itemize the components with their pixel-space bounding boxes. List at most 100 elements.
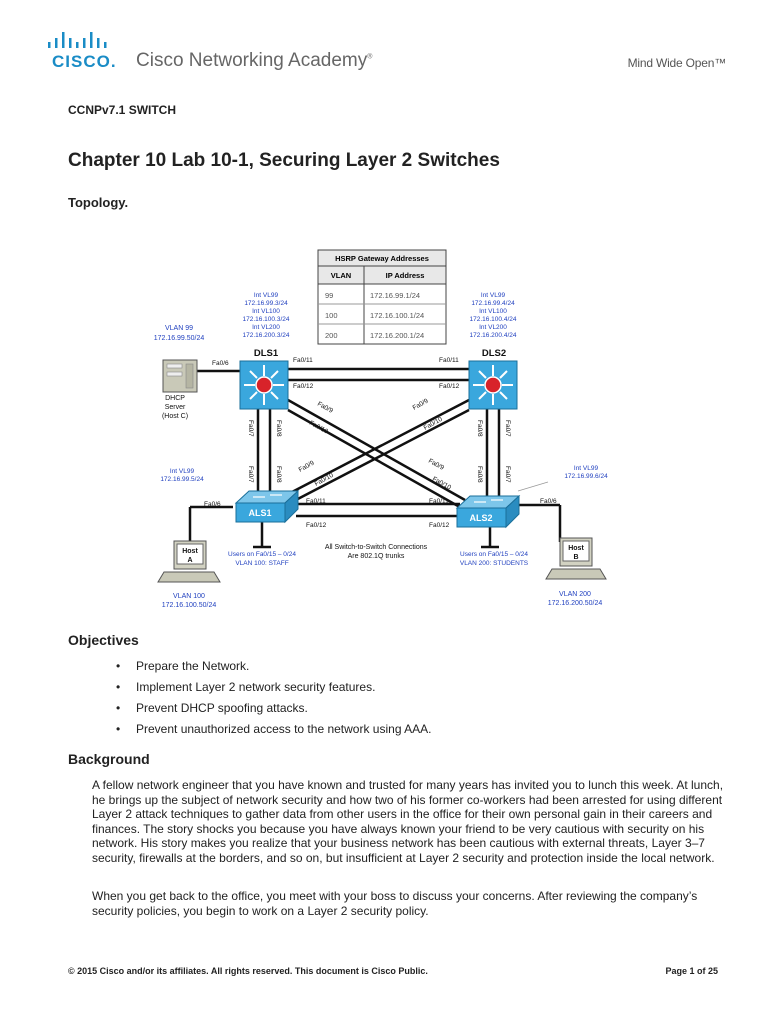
port-label: Fa0/8 xyxy=(275,466,282,483)
als2-users-label: Users on Fa0/15 – 0/24 xyxy=(460,551,528,558)
als1-name: ALS1 xyxy=(248,508,271,518)
dls2-int-label: Int VL99 xyxy=(481,292,506,299)
port-label: Fa0/12 xyxy=(429,522,450,529)
host-a-vlan-label: VLAN 100 xyxy=(173,593,205,600)
bullet: • xyxy=(116,659,121,673)
dls2-switch-icon xyxy=(468,360,518,410)
hsrp-header-ip: IP Address xyxy=(386,271,425,280)
host-a-label: Host xyxy=(182,548,198,555)
hsrp-cell: 200 xyxy=(325,331,338,340)
dls1-name: DLS1 xyxy=(254,348,279,359)
topology-diagram: HSRP Gateway Addresses VLAN IP Address 9… xyxy=(154,249,608,609)
cisco-logo-bars-icon xyxy=(48,32,107,48)
port-label: Fa0/9 xyxy=(298,459,316,473)
bullet: • xyxy=(116,680,121,694)
als2-users-vlan: VLAN 200: STUDENTS xyxy=(460,560,529,567)
dls2-int-label: Int VL100 xyxy=(479,308,507,315)
tagline: Mind Wide Open™ xyxy=(627,56,727,70)
hsrp-cell: 172.16.200.1/24 xyxy=(370,331,424,340)
host-b-label: B xyxy=(573,554,578,561)
objectives-list: •Prepare the Network. • Implement Layer 2… xyxy=(110,656,432,740)
trunk-note: Are 802.1Q trunks xyxy=(348,553,405,560)
port-label: Fa0/11 xyxy=(429,498,449,505)
dls1-int-label: 172.16.99.3/24 xyxy=(244,300,288,307)
topology-heading: Topology. xyxy=(68,195,129,210)
port-label: Fa0/12 xyxy=(293,383,314,390)
dls1-int-label: Int VL100 xyxy=(252,308,280,315)
background-heading: Background xyxy=(68,751,150,767)
list-item: • Prevent unauthorized access to the netw… xyxy=(110,719,432,740)
list-item: •Prepare the Network. xyxy=(110,656,432,677)
als2-int-label: Int VL99 xyxy=(574,465,599,472)
als1-int-label: 172.16.99.5/24 xyxy=(160,476,204,483)
host-a-ip-label: 172.16.100.50/24 xyxy=(162,602,217,609)
hsrp-header-vlan: VLAN xyxy=(331,271,351,280)
dhcp-label: DHCP xyxy=(165,395,185,402)
hsrp-cell: 100 xyxy=(325,311,338,320)
port-label: Fa0/7 xyxy=(504,466,511,483)
hsrp-table: HSRP Gateway Addresses VLAN IP Address 9… xyxy=(317,249,447,345)
host-b-vlan-label: VLAN 200 xyxy=(559,591,591,598)
dls1-int-label: Int VL200 xyxy=(252,324,280,331)
port-label: Fa0/7 xyxy=(247,420,254,437)
list-item: • Prevent DHCP spoofing attacks. xyxy=(110,698,432,719)
als1-int-label: Int VL99 xyxy=(170,468,195,475)
port-label: Fa0/11 xyxy=(439,357,459,364)
objective-text: Prevent DHCP spoofing attacks. xyxy=(136,701,308,715)
port-label: Fa0/8 xyxy=(275,420,282,437)
hsrp-cell: 172.16.99.1/24 xyxy=(370,291,420,300)
dls1-int-label: 172.16.100.3/24 xyxy=(243,316,290,323)
dls2-int-label: 172.16.200.4/24 xyxy=(470,332,517,339)
port-label: Fa0/9 xyxy=(412,397,430,411)
hsrp-table-caption: HSRP Gateway Addresses xyxy=(335,254,429,263)
host-b-label: Host xyxy=(568,545,584,552)
port-label: Fa0/8 xyxy=(476,466,483,483)
port-label: Fa0/7 xyxy=(247,466,254,483)
port-label: Fa0/12 xyxy=(306,522,327,529)
dls2-int-label: Int VL200 xyxy=(479,324,507,331)
course-name: CCNPv7.1 SWITCH xyxy=(68,103,177,117)
port-label: Fa0/12 xyxy=(439,383,460,390)
bullet: • xyxy=(116,722,121,736)
dls1-int-label: Int VL99 xyxy=(254,292,279,299)
port-label: Fa0/8 xyxy=(476,420,483,437)
als2-int-label: 172.16.99.6/24 xyxy=(564,473,608,480)
port-label: Fa0/7 xyxy=(504,420,511,437)
dls1-int-label: 172.16.200.3/24 xyxy=(243,332,290,339)
trunk-note: All Switch-to-Switch Connections xyxy=(325,544,428,551)
hsrp-cell: 172.16.100.1/24 xyxy=(370,311,424,320)
port-label: Fa0/9 xyxy=(427,458,445,472)
network-links xyxy=(188,367,562,549)
port-label: Fa0/6 xyxy=(204,501,221,508)
port-label: Fa0/11 xyxy=(306,498,326,505)
page-title: Chapter 10 Lab 10-1, Securing Layer 2 Sw… xyxy=(68,150,500,171)
port-label: Fa0/6 xyxy=(212,360,229,367)
dhcp-server-icon xyxy=(162,359,198,393)
cisco-logo-wordmark: CISCO. xyxy=(52,52,117,71)
objective-text: Implement Layer 2 network security featu… xyxy=(136,680,376,694)
dls2-int-label: 172.16.100.4/24 xyxy=(470,316,517,323)
background-paragraph: A fellow network engineer that you have … xyxy=(92,778,724,865)
host-a-label: A xyxy=(187,557,192,564)
als2-switch-icon xyxy=(455,494,521,529)
dhcp-label: Server xyxy=(165,404,186,411)
hsrp-cell: 99 xyxy=(325,291,333,300)
list-item: • Implement Layer 2 network security feat… xyxy=(110,677,432,698)
als2-name: ALS2 xyxy=(469,513,492,523)
host-b-ip-label: 172.16.200.50/24 xyxy=(548,600,603,607)
dls2-name: DLS2 xyxy=(482,348,506,359)
academy-title-text: Cisco Networking Academy xyxy=(136,50,368,71)
port-label: Fa0/6 xyxy=(540,498,557,505)
dls2-int-label: 172.16.99.4/24 xyxy=(471,300,515,307)
als1-users-vlan: VLAN 100: STAFF xyxy=(235,560,288,567)
dls1-switch-icon xyxy=(239,360,289,410)
host-a-computer-icon xyxy=(157,540,221,583)
academy-title: Cisco Networking Academy® xyxy=(136,50,372,72)
port-label: Fa0/9 xyxy=(316,401,334,415)
objective-text: Prevent unauthorized access to the netwo… xyxy=(136,722,432,736)
bullet: • xyxy=(116,701,121,715)
dhcp-ip-label: 172.16.99.50/24 xyxy=(154,335,205,342)
port-label: Fa0/11 xyxy=(293,357,313,364)
footer-copyright: © 2015 Cisco and/or its affiliates. All … xyxy=(68,966,428,976)
page-number: Page 1 of 25 xyxy=(665,966,718,976)
